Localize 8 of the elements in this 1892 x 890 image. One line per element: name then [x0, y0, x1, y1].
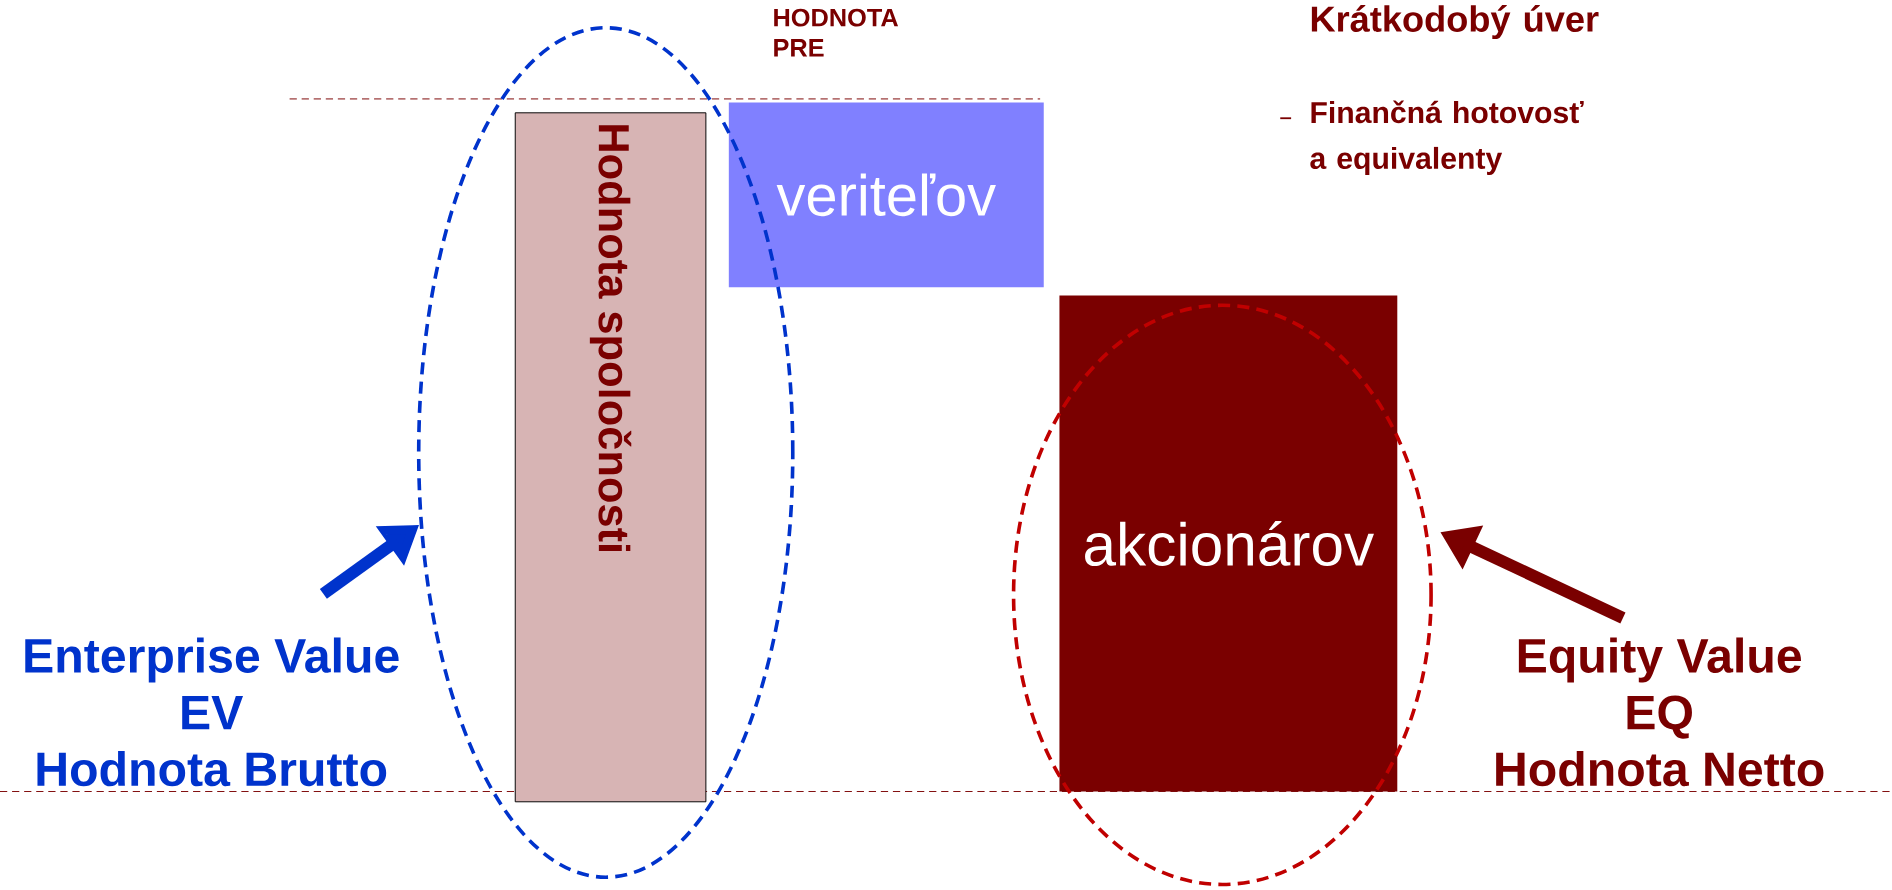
heading-label: Krátkodobý úver [1311, 4, 1599, 39]
value-label: Equity Value EQ Hodnota Netto [1496, 637, 1824, 787]
bullet-item: Finančná hotovosť a equivalenty [1310, 100, 1584, 175]
value-box: veriteľov [728, 102, 1044, 287]
heading-label: HODNOTA PRE [774, 8, 899, 57]
value-label: Enterprise Value EV Hodnota Brutto [25, 637, 399, 787]
dashed-ellipse [1011, 303, 1433, 887]
value-bar: Hodnota spoločnosti [514, 112, 707, 803]
